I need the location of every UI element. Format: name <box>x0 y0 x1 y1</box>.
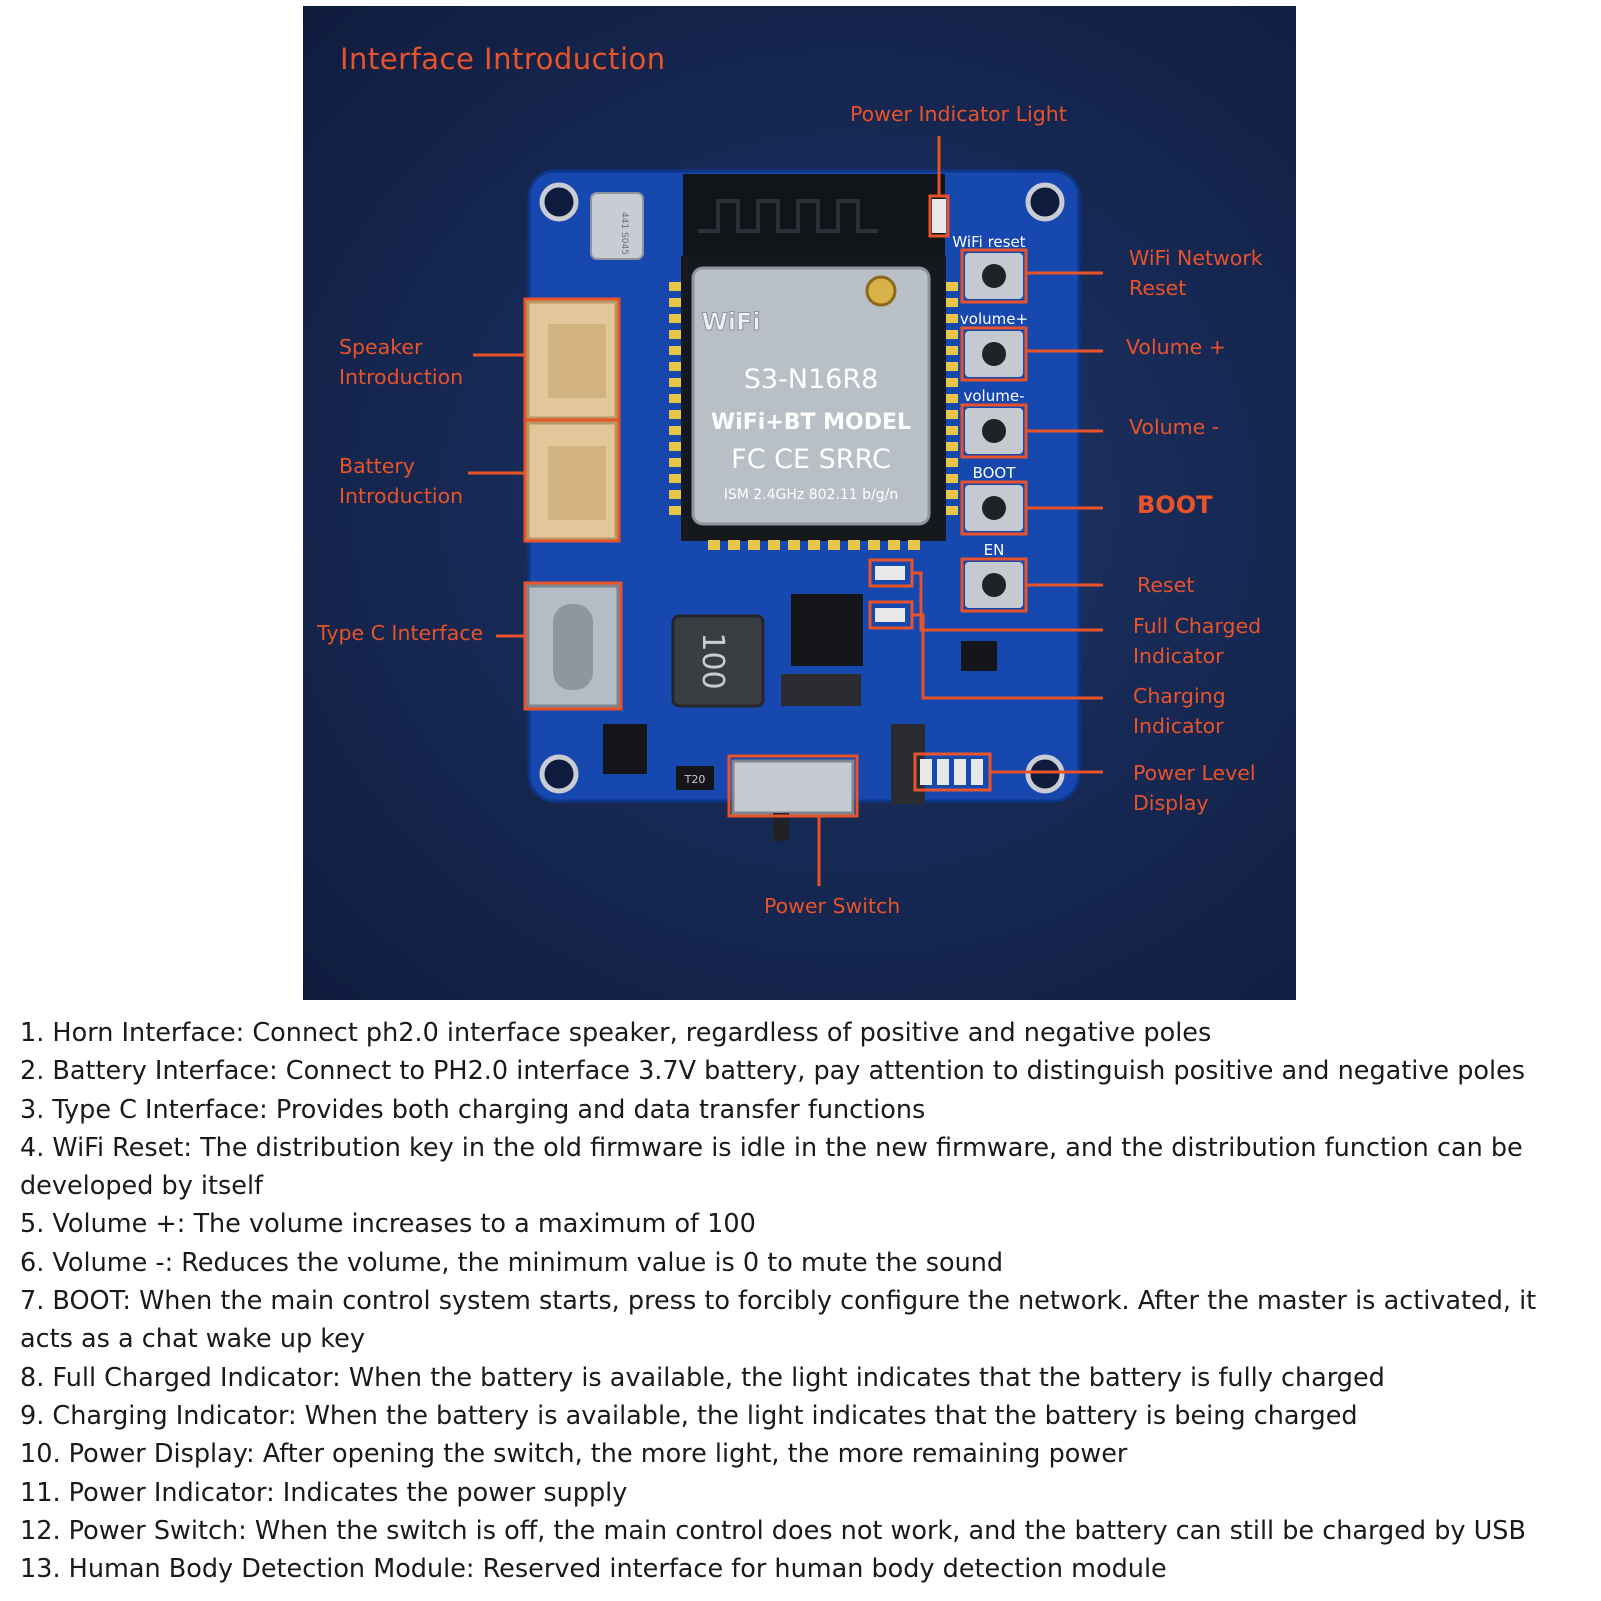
leds <box>875 199 983 785</box>
tactile-buttons <box>965 253 1023 608</box>
note-item: 2. Battery Interface: Connect to PH2.0 i… <box>20 1056 1526 1087</box>
silk-en: EN <box>984 541 1005 559</box>
chip-mark: T20 <box>684 773 706 786</box>
note-item: 7. BOOT: When the main control system st… <box>20 1286 1537 1355</box>
module-mark-ism: ISM 2.4GHz 802.11 b/g/n <box>724 487 899 503</box>
note-item: 8. Full Charged Indicator: When the batt… <box>20 1362 1385 1393</box>
label-power-level-display: Power Level Display <box>1133 761 1256 815</box>
module-pins-bottom <box>708 540 920 550</box>
module-mark-wifi: WiFi <box>701 308 760 336</box>
label-charging-indicator: Charging Indicator <box>1133 684 1226 738</box>
bottom-ic <box>603 724 647 774</box>
small-ic <box>961 641 997 671</box>
label-reset: Reset <box>1137 573 1195 597</box>
mounting-holes <box>539 182 1065 794</box>
note-item: 3. Type C Interface: Provides both charg… <box>20 1094 926 1125</box>
label-speaker-introduction: Speaker Introduction <box>339 335 464 389</box>
diode-2 <box>891 724 925 804</box>
label-type-c-interface: Type C Interface <box>317 621 484 645</box>
label-full-charged-indicator: Full Charged Indicator <box>1133 614 1262 668</box>
diode <box>781 674 861 706</box>
label-power-switch: Power Switch <box>764 894 901 918</box>
label-volume-plus: Volume + <box>1126 335 1226 359</box>
module-marks: WiFi S3-N16R8 WiFi+BT MODEL FC CE SRRC I… <box>701 308 911 504</box>
note-item: 4. WiFi Reset: The distribution key in t… <box>20 1132 1523 1202</box>
note-item: 6. Volume -: Reduces the volume, the min… <box>20 1247 1004 1278</box>
silkscreen-labels: WiFi reset volume+ volume- BOOT EN <box>952 233 1028 559</box>
interface-diagram: 441 S045 100 T20 WiFi rese <box>303 6 1296 1000</box>
label-wifi-network-reset: WiFi Network Reset <box>1129 246 1263 300</box>
highlight-boxes <box>523 194 1028 818</box>
note-item: 13. Human Body Detection Module: Reserve… <box>20 1554 1167 1585</box>
note-item: 9. Charging Indicator: When the battery … <box>20 1400 1358 1431</box>
module-pins-left <box>669 282 681 515</box>
module-mark-wifi-bt: WiFi+BT MODEL <box>711 410 911 435</box>
interface-notes-list: 1. Horn Interface: Connect ph2.0 interfa… <box>20 1014 1595 1588</box>
silk-boot: BOOT <box>973 464 1017 482</box>
leader-lines <box>468 136 1103 886</box>
module-shield <box>691 266 931 526</box>
board-illustration: 441 S045 100 T20 WiFi rese <box>468 136 1103 886</box>
note-item: 10. Power Display: After opening the swi… <box>20 1439 1128 1470</box>
label-volume-minus: Volume - <box>1129 415 1220 439</box>
module-pins-right <box>946 282 958 515</box>
note-item: 5. Volume +: The volume increases to a m… <box>20 1209 756 1240</box>
inductor-mark: 100 <box>695 632 730 689</box>
note-item: 11. Power Indicator: Indicates the power… <box>20 1477 628 1508</box>
charger-ic <box>791 594 863 666</box>
slide-switch <box>731 759 855 815</box>
silk-volume-minus: volume- <box>964 387 1025 405</box>
module-mark-cert: FC CE SRRC <box>731 444 891 475</box>
inductor <box>671 614 765 708</box>
note-item: 1. Horn Interface: Connect ph2.0 interfa… <box>20 1018 1212 1048</box>
silk-volume-plus: volume+ <box>960 310 1028 328</box>
microphone <box>590 192 644 260</box>
label-battery-introduction: Battery Introduction <box>339 454 464 508</box>
label-boot: BOOT <box>1137 491 1213 519</box>
module-mark-model: S3-N16R8 <box>744 364 879 395</box>
figure-title: Interface Introduction <box>340 42 666 76</box>
label-power-indicator-light: Power Indicator Light <box>850 102 1067 126</box>
t20-ic <box>676 766 714 790</box>
ufl-connector <box>865 275 897 307</box>
silk-wifi-reset: WiFi reset <box>952 233 1025 251</box>
antenna-area <box>683 174 945 256</box>
mic-mark: 441 S045 <box>619 212 629 255</box>
note-item: 12. Power Switch: When the switch is off… <box>20 1515 1526 1546</box>
